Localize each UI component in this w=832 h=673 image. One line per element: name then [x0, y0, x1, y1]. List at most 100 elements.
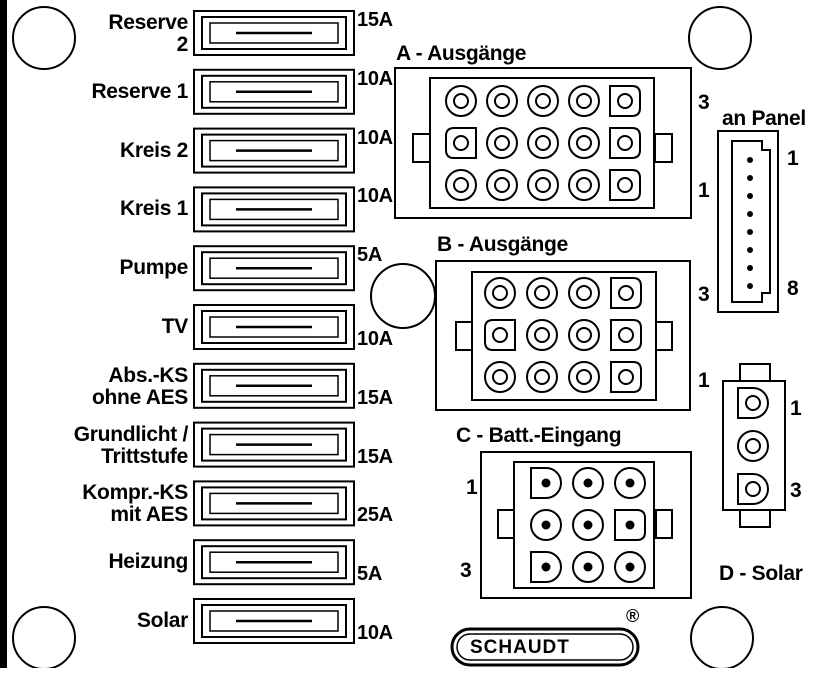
- fuse-slot: [193, 68, 355, 115]
- connector-pin: [526, 319, 558, 351]
- connector-pin: [568, 277, 600, 309]
- connector-pin: [568, 319, 600, 351]
- fuse-rating-label: 10A: [357, 328, 393, 350]
- connector-pin: [486, 169, 518, 201]
- fuse-name-label: Heizung: [108, 550, 188, 574]
- fuse-slot: [193, 127, 355, 174]
- connector-panel-title: an Panel: [722, 107, 806, 130]
- connector-pin: [530, 467, 562, 499]
- panel-pin: [747, 229, 753, 235]
- fuse-rating-label: 10A: [357, 622, 393, 644]
- connector-pin: [530, 551, 562, 583]
- connector-panel: [717, 130, 779, 313]
- fuse-name-label: mit AES: [110, 503, 188, 527]
- connector-pin: [568, 361, 600, 393]
- logo-registered-mark: ®: [626, 606, 639, 626]
- connector-a: [394, 67, 692, 219]
- connector-pin: [609, 127, 641, 159]
- connector-pin: [610, 277, 642, 309]
- connector-pin: [737, 473, 769, 505]
- connector-pin: [486, 85, 518, 117]
- connector-pin: [610, 361, 642, 393]
- connector-pin: [572, 509, 604, 541]
- connector-c-pin-bottom: 3: [460, 559, 472, 582]
- connector-pin: [737, 387, 769, 419]
- connector-pin: [445, 85, 477, 117]
- connector-pin: [614, 467, 646, 499]
- panel-pin: [747, 211, 753, 217]
- fuse-name-label: Reserve: [108, 11, 188, 34]
- connector-pin: [737, 430, 769, 462]
- connector-pin: [484, 361, 516, 393]
- connector-pin: [527, 169, 559, 201]
- connector-d-pin-top: 1: [790, 397, 802, 420]
- fuse-name-label: 2: [176, 33, 189, 56]
- fuse-name-label: Kompr.-KS: [82, 481, 188, 505]
- fuse-name-label: TV: [161, 315, 189, 338]
- connector-pin: [614, 551, 646, 583]
- connector-pin: [484, 277, 516, 309]
- fuse-rating-label: 10A: [357, 185, 393, 208]
- connector-b-title: B - Ausgänge: [437, 233, 568, 256]
- connector-b: [435, 260, 691, 411]
- fuse-rating-label: 15A: [357, 445, 393, 468]
- connector-pin: [527, 127, 559, 159]
- fuse-name-label: Trittstufe: [101, 444, 188, 468]
- fuse-name-label: Pumpe: [119, 256, 188, 280]
- connector-d-pin-bottom: 3: [790, 479, 802, 502]
- panel-pin: [747, 193, 753, 199]
- fuse-rating-label: 25A: [357, 504, 393, 527]
- connector-pin: [530, 509, 562, 541]
- connector-pin: [445, 127, 477, 159]
- fuse-slot: [193, 421, 355, 468]
- connector-a-title: A - Ausgänge: [396, 42, 527, 65]
- connector-b-pin-top: 3: [698, 283, 710, 306]
- board-edge: [0, 0, 7, 668]
- fuse-name-label: Reserve 1: [91, 79, 188, 103]
- mounting-hole-bottom-right: [690, 606, 754, 670]
- fuse-rating-label: 15A: [357, 9, 393, 31]
- connector-pin: [445, 169, 477, 201]
- connector-pin: [526, 277, 558, 309]
- fuse-rating-label: 10A: [357, 126, 393, 149]
- panel-pin: [747, 265, 753, 271]
- connector-c: [480, 451, 692, 599]
- fuse-name-label: Kreis 1: [120, 197, 188, 221]
- mounting-hole-middle: [370, 263, 436, 329]
- fuse-rating-label: 10A: [357, 67, 393, 90]
- panel-pin: [747, 283, 753, 289]
- connector-d-title: D - Solar: [719, 562, 803, 585]
- connector-c-pin-top: 1: [466, 476, 478, 499]
- connector-pin: [486, 127, 518, 159]
- fuse-name-label: Abs.-KS: [108, 363, 188, 387]
- panel-pin: [747, 157, 753, 163]
- connector-pin: [610, 319, 642, 351]
- fuse-slot: [193, 480, 355, 527]
- connector-pin: [609, 169, 641, 201]
- connector-panel-pin-top: 1: [787, 147, 799, 170]
- connector-pin: [527, 85, 559, 117]
- fuse-rating-label: 5A: [357, 563, 382, 586]
- mounting-hole-top-left: [12, 6, 76, 70]
- panel-pin: [747, 175, 753, 181]
- connector-pin: [526, 361, 558, 393]
- panel-pin: [747, 247, 753, 253]
- connector-pin: [572, 467, 604, 499]
- fuse-name-label: Kreis 2: [120, 138, 188, 162]
- connector-pin: [572, 551, 604, 583]
- fuse-name-label: Solar: [136, 609, 188, 632]
- fuse-slot: [193, 362, 355, 409]
- fuse-rating-label: 15A: [357, 386, 393, 409]
- connector-pin: [568, 127, 600, 159]
- mounting-hole-bottom-left: [12, 606, 76, 670]
- connector-pin: [614, 509, 646, 541]
- connector-a-pin-top: 3: [698, 91, 710, 114]
- fuse-slot: [193, 245, 355, 292]
- connector-d: [722, 363, 786, 528]
- fuse-slot: [193, 10, 355, 56]
- connector-c-title: C - Batt.-Eingang: [456, 424, 622, 447]
- connector-pin: [609, 85, 641, 117]
- fuse-slot: [193, 598, 355, 644]
